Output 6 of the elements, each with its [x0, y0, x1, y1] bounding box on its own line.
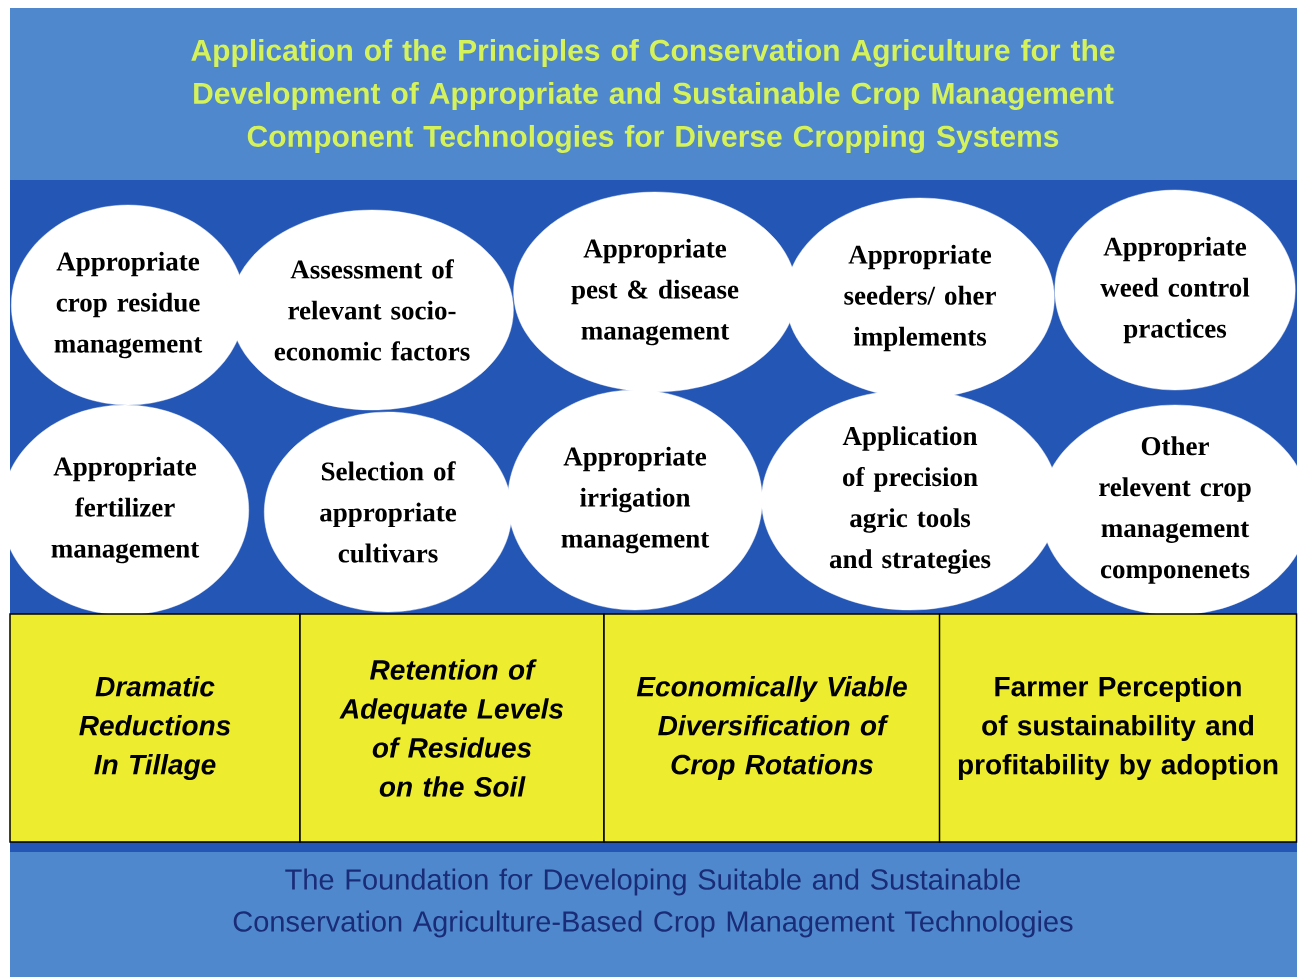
- principle-cell: Retention of Adequate Levels of Residues on the Soil: [299, 613, 605, 843]
- principle-cell: Economically Viable Diversification of Crop Rotations: [603, 613, 941, 843]
- caption: The Foundation for Developing Suitable and Sustainable Conservation Agriculture-Based Crop Management Technologies: [233, 868, 1073, 938]
- principle-cell: Farmer Perception of sustainability and profitability by adoption: [938, 613, 1298, 843]
- title: Application of the Principles of Conservation Agriculture for the Development of Appropriate and Sustainable Crop Management Component Technologies for Diverse Cropping Systems: [191, 38, 1115, 154]
- principle-cell: Dramatic Reductions In Tillage: [9, 613, 301, 843]
